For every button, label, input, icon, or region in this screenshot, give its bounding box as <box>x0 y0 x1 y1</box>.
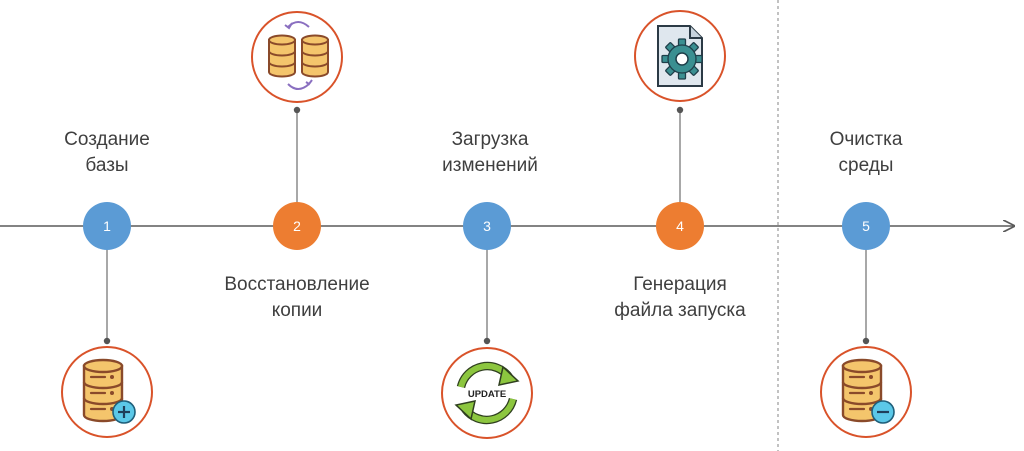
stage-label-2-line-1: Восстановление <box>224 274 370 295</box>
connector-dot-5 <box>862 337 870 345</box>
update-icon: UPDATE <box>441 347 533 439</box>
document-gear-icon <box>634 10 726 102</box>
step-2: 2 <box>273 202 321 250</box>
database-plus-icon <box>61 346 153 438</box>
stage-label-5-line-1: Очистка <box>829 129 903 150</box>
stage-label-5: Очистка среды <box>830 127 903 179</box>
stage-label-1-line-2: базы <box>85 155 129 176</box>
step-3: 3 <box>463 202 511 250</box>
step-circle-4 <box>656 202 704 250</box>
step-number-3: 3 <box>483 218 491 234</box>
step-5: 5 <box>842 202 890 250</box>
stage-label-2: Восстановление копии <box>224 272 369 324</box>
connector-dot-2 <box>293 106 301 114</box>
stage-label-3-line-2: изменений <box>442 155 538 176</box>
step-number-4: 4 <box>676 218 684 234</box>
database-minus-icon <box>820 346 912 438</box>
update-icon-text: UPDATE <box>468 389 506 400</box>
step-1: 1 <box>83 202 131 250</box>
stage-label-2-line-2: копии <box>271 300 323 321</box>
stage-label-4: Генерация файла запуска <box>614 272 745 324</box>
step-circle-1 <box>83 202 131 250</box>
stage-label-1: Создание базы <box>64 127 150 179</box>
step-circle-2 <box>273 202 321 250</box>
step-circle-3 <box>463 202 511 250</box>
step-number-2: 2 <box>293 218 301 234</box>
connector-dot-1 <box>103 337 111 345</box>
step-number-1: 1 <box>103 218 111 234</box>
step-number-5: 5 <box>862 218 870 234</box>
stage-label-3-line-1: Загрузка <box>451 129 529 150</box>
stage-label-5-line-2: среды <box>838 155 894 176</box>
stage-label-4-line-1: Генерация <box>633 274 727 295</box>
stage-label-3: Загрузка изменений <box>442 127 538 179</box>
connector-dot-3 <box>483 337 491 345</box>
step-4: 4 <box>656 202 704 250</box>
database-sync-icon <box>251 11 343 103</box>
step-circle-5 <box>842 202 890 250</box>
connector-dot-4 <box>676 106 684 114</box>
stage-label-4-line-2: файла запуска <box>614 300 746 321</box>
stage-label-1-line-1: Создание <box>64 129 150 150</box>
